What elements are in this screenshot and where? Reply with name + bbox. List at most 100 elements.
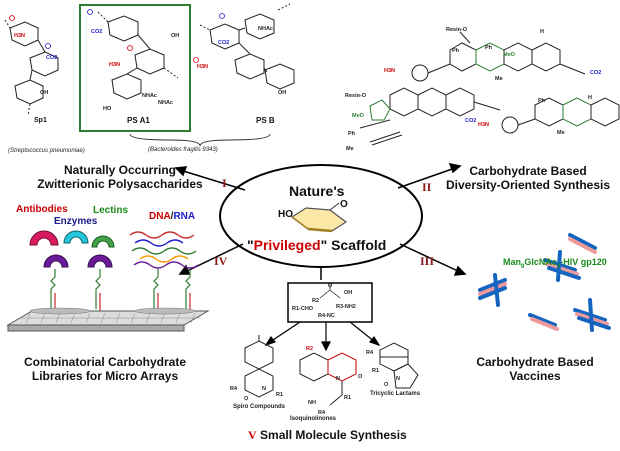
- sp1-co2: CO2: [46, 55, 58, 61]
- spike-2: [543, 250, 581, 282]
- caption-s3-line1: Carbohydrate Based: [476, 355, 594, 369]
- label-enzymes: Enzymes: [54, 216, 98, 227]
- psb-h3n: H3N: [197, 64, 209, 70]
- reagent-isocyanide: R4-NC: [318, 313, 335, 319]
- iso-r1: R1: [344, 395, 352, 401]
- tri-r1: R1: [372, 368, 380, 374]
- dos-co2-1: CO2: [590, 70, 602, 76]
- reagent-o: O: [328, 283, 333, 289]
- psa1-oh: OH: [171, 33, 180, 39]
- source-brace: [129, 133, 271, 147]
- psb-chain: [199, 3, 295, 90]
- caption-s1: Naturally Occurring Zwitterionic Polysac…: [30, 163, 210, 191]
- psa1-ho: HO: [103, 106, 112, 112]
- spiro-r4: R4: [230, 386, 238, 392]
- spike-1: [478, 273, 507, 307]
- spike-4: [573, 298, 611, 332]
- dos-meo-2: MeO: [352, 113, 364, 119]
- spiro-compound: [244, 335, 274, 398]
- arrow-to-s3: [399, 243, 467, 276]
- dos-ph-2: Ph: [485, 45, 493, 51]
- ring-label-ho: HO: [278, 209, 293, 220]
- sp1-h3n: H3N: [14, 33, 26, 39]
- spike-3: [568, 233, 597, 254]
- dos-ph-4: Ph: [538, 98, 546, 104]
- numeral-iv: IV: [214, 254, 228, 268]
- dos-h3n-2: H3N: [478, 122, 490, 128]
- spike-5: [528, 313, 559, 331]
- nucleic-acid-strands: [129, 231, 199, 269]
- dos-resin-2: Resin-O: [345, 93, 367, 99]
- vaccine-label-mid: GlcNAc: [524, 257, 557, 267]
- dos-co2-2: CO2: [465, 118, 477, 124]
- caption-s5: V Small Molecule Synthesis: [248, 428, 407, 443]
- vaccine-label: Man9GlcNAc2-HIV gp120: [503, 257, 607, 270]
- iso-nh: NH: [308, 400, 316, 406]
- microarray-illustration: [6, 230, 210, 332]
- dos-resin-1: Resin-O: [446, 27, 468, 33]
- vaccine-label-sub1: 9: [521, 263, 525, 270]
- arrow-to-s2: [397, 162, 462, 189]
- label-sp1: Sp1: [34, 117, 47, 124]
- caption-s2: Carbohydrate Based Diversity-Oriented Sy…: [440, 164, 616, 192]
- dos-me-1: Me: [495, 76, 503, 82]
- psa1-nhac-1: NHAc: [142, 93, 157, 99]
- caption-s1-line1: Naturally Occurring: [63, 163, 177, 177]
- dos-ph-3: Ph: [348, 131, 356, 137]
- tri-r4: R4: [366, 350, 374, 356]
- label-rna: RNA: [173, 211, 196, 222]
- product-spiro: Spiro Compounds: [233, 404, 285, 410]
- numeral-ii: II: [422, 180, 432, 194]
- label-dna: DNA: [149, 211, 171, 222]
- sp1-chain: [4, 19, 59, 116]
- vaccine-label-pre: Man: [503, 257, 521, 267]
- psa1-frame: [79, 4, 191, 132]
- numeral-iii: III: [420, 254, 435, 268]
- dos-meo-1: MeO: [503, 52, 515, 58]
- iso-n: N: [336, 376, 340, 382]
- caption-s3: Carbohydrate Based Vaccines: [460, 355, 610, 383]
- caption-s3-line2: Vaccines: [509, 369, 561, 383]
- numeral-i: I: [222, 176, 227, 190]
- caption-s5-text: Small Molecule Synthesis: [260, 428, 407, 442]
- isoquinolinone: [299, 352, 357, 406]
- dos-me-2: Me: [346, 146, 354, 152]
- reagent-r2: R2: [312, 298, 320, 304]
- spiro-n: N: [262, 386, 266, 392]
- reagent-oh: OH: [344, 290, 353, 296]
- tri-o: O: [384, 382, 389, 388]
- label-antibodies: Antibodies: [16, 204, 68, 215]
- dos-me-3: Me: [557, 130, 565, 136]
- psb-nhac: NHAc: [258, 26, 273, 32]
- spiro-r1: R1: [276, 392, 284, 398]
- psa1-chain: [97, 11, 179, 100]
- psb-oh: OH: [278, 90, 287, 96]
- iso-o: O: [358, 374, 363, 380]
- pyranose-ring-icon: [290, 202, 348, 233]
- product-isoquinolinones: Isoquinolinones: [290, 416, 336, 422]
- gp120-glycoprotein-illustration: [478, 233, 611, 332]
- privileged-word: Privileged: [253, 237, 321, 253]
- charge-markers: [9, 9, 225, 63]
- dos-ph-1: Ph: [452, 48, 460, 54]
- source-bacteroides: (Bacteroides fragilis 9343): [148, 147, 218, 153]
- label-psb: PS B: [256, 116, 275, 125]
- iso-r4: R4: [318, 410, 326, 416]
- dos-h-2: H: [588, 95, 592, 101]
- center-title: Nature's: [289, 183, 345, 199]
- label-lectins: Lectins: [93, 205, 129, 216]
- caption-s4-line2: Libraries for Micro Arrays: [31, 369, 179, 383]
- psa1-nhac-2: NHAc: [158, 100, 173, 106]
- caption-s4-line1: Combinatorial Carbohydrate: [23, 355, 187, 369]
- array-slides: [6, 307, 210, 332]
- vaccine-label-post: -HIV gp120: [560, 257, 607, 267]
- protein-blobs: [29, 230, 115, 268]
- caption-s4: Combinatorial Carbohydrate Libraries for…: [10, 355, 200, 383]
- iso-r2: R2: [306, 346, 314, 352]
- reagent-amine: R3-NH2: [336, 304, 356, 310]
- psa1-h3n: H3N: [109, 62, 121, 68]
- psa1-co2: CO2: [91, 29, 103, 35]
- arrow-to-s1: [174, 166, 246, 191]
